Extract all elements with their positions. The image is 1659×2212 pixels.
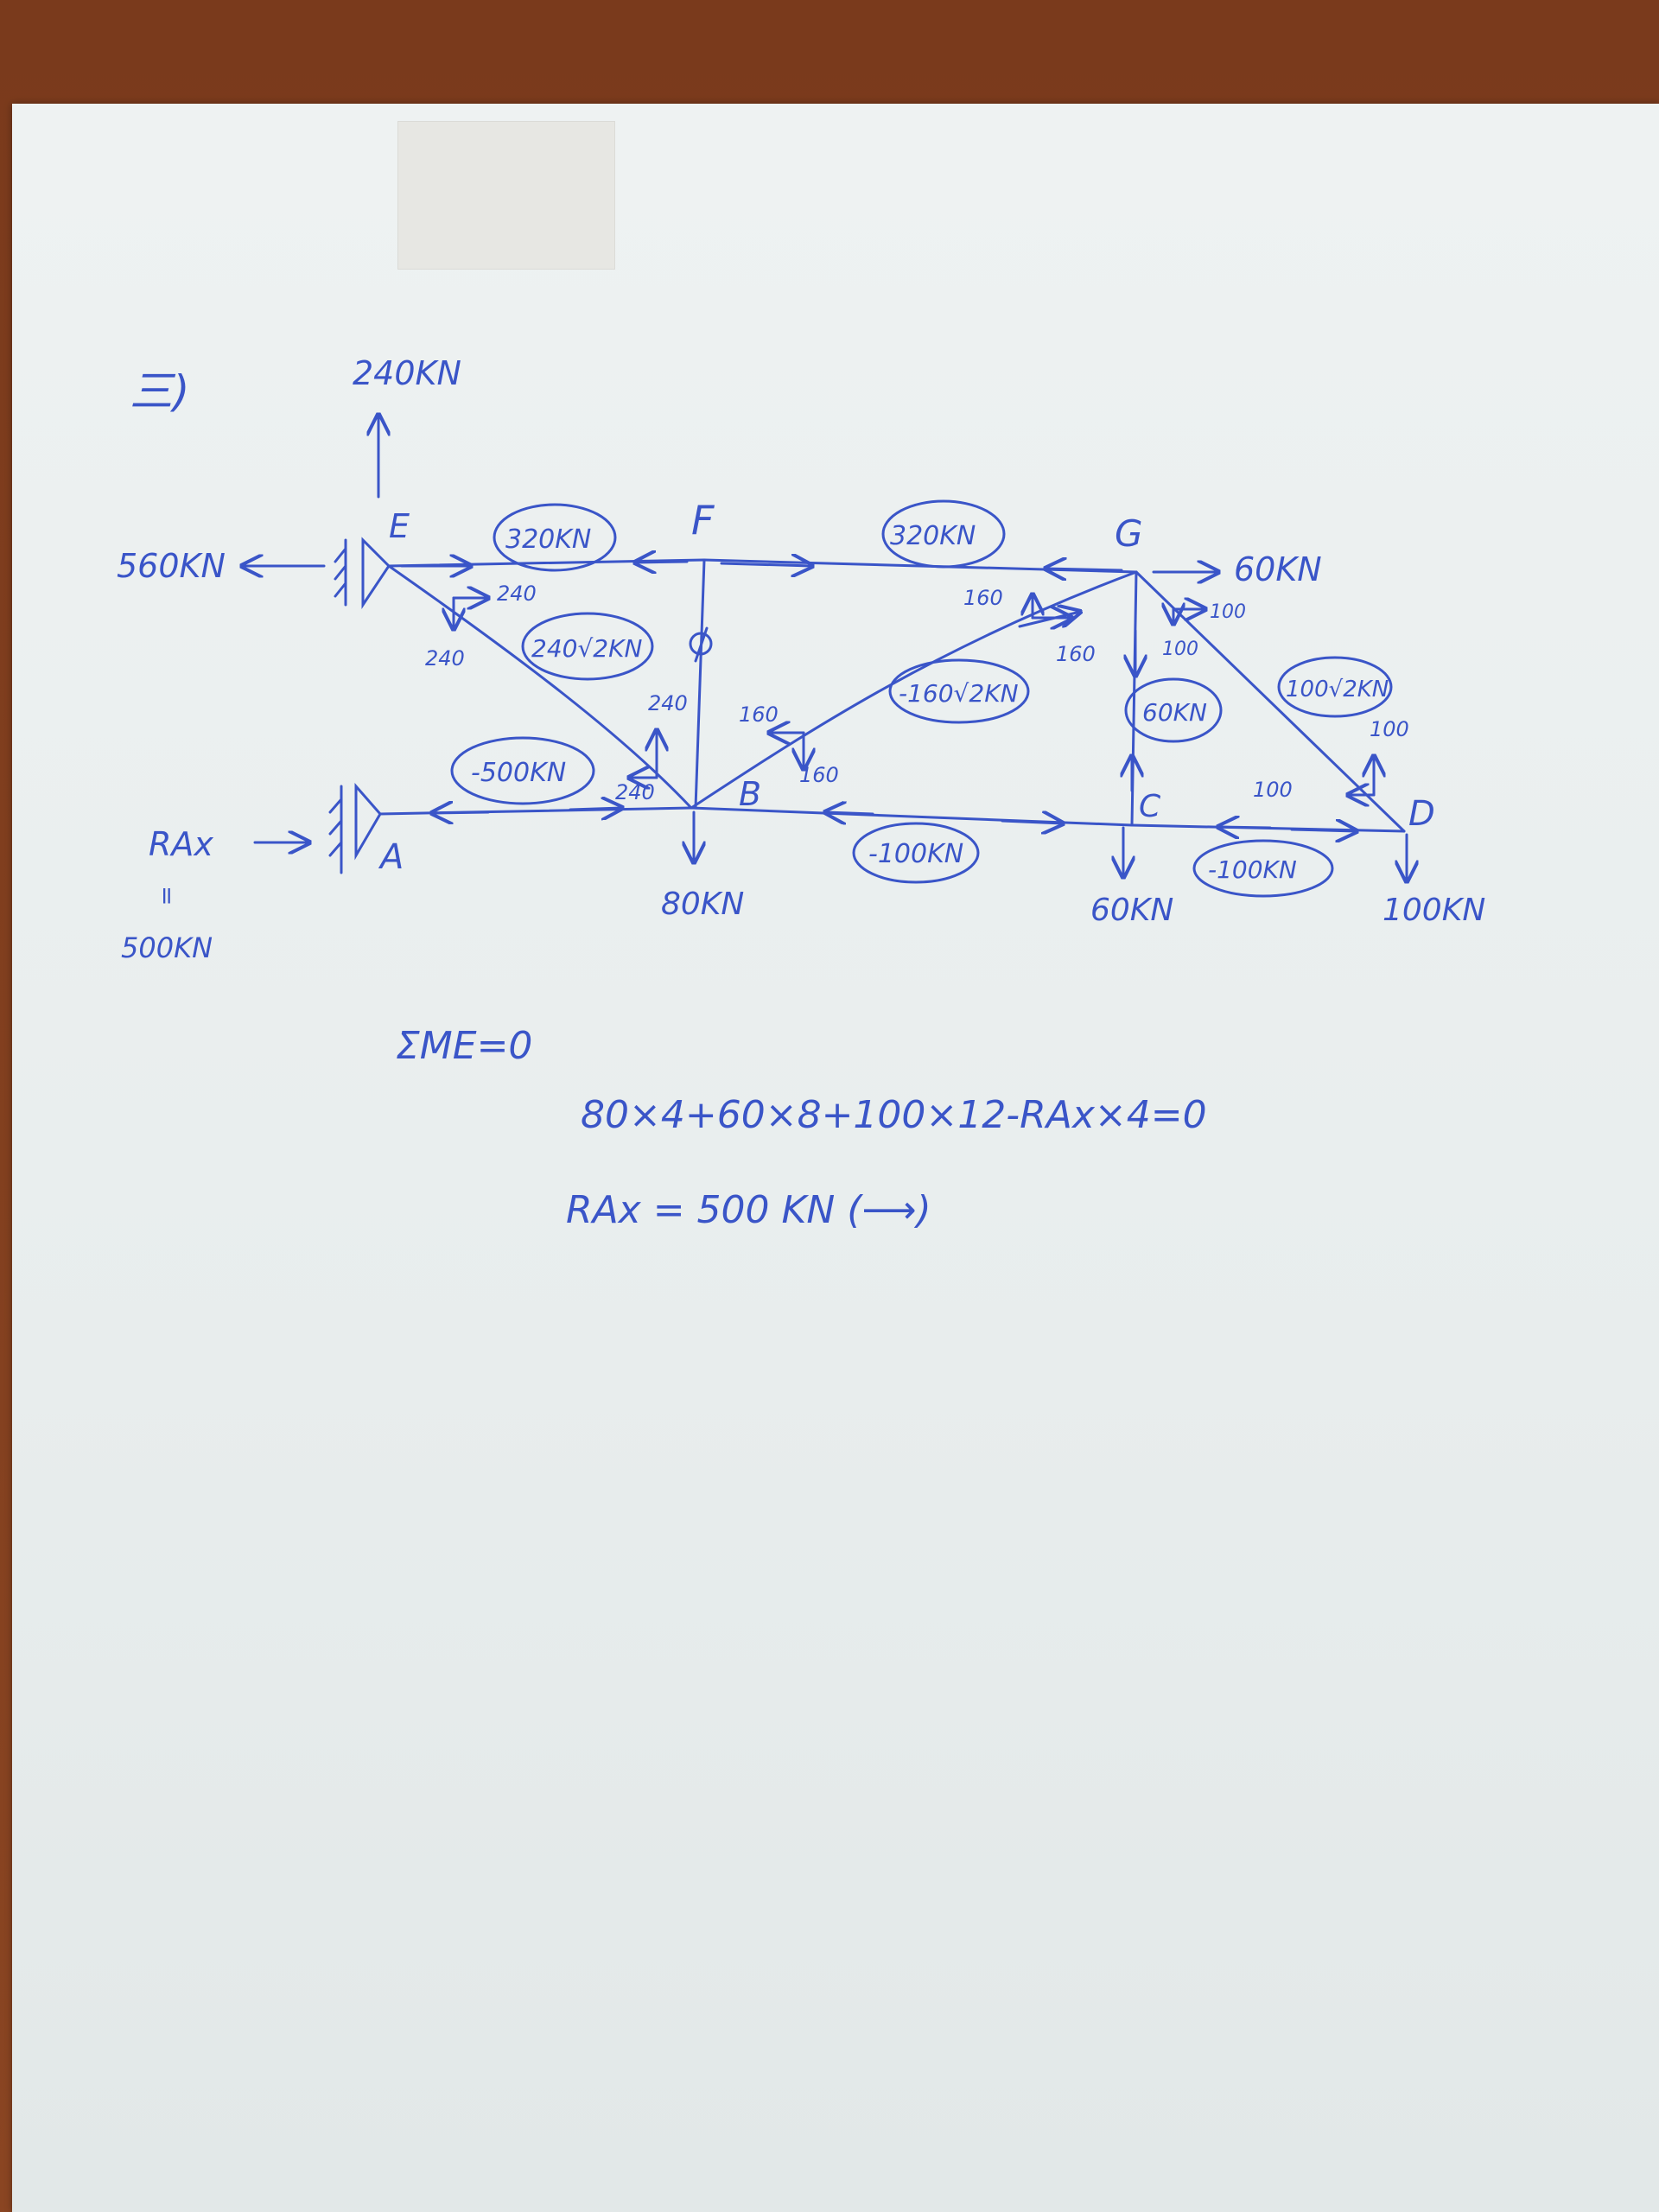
reaction-symbol: RAx (149, 825, 213, 863)
ab-arrow-b (569, 808, 622, 810)
cd-arrow-d (1290, 830, 1357, 831)
load-g-label: 60KN (1234, 550, 1322, 588)
bc-arrow-c (1001, 821, 1063, 823)
comp-gd-right-label: 100 (1210, 601, 1246, 623)
tape-strip (397, 121, 615, 270)
reaction-result: RAx = 500 KN (⟶) (566, 1188, 931, 1232)
circle-bg (888, 658, 1030, 724)
load-e-horizontal-label: 560KN (117, 547, 226, 585)
force-gd: 100√2KN (1286, 677, 1389, 702)
circle-gd (1277, 656, 1393, 718)
circle-ef (493, 503, 617, 572)
load-e-vertical-label: 240KN (353, 354, 461, 392)
force-eb: 240√2KN (531, 634, 642, 663)
force-cd: -100KN (1208, 855, 1297, 884)
comp-bg-down-label: 160 (799, 763, 839, 787)
member-eb (387, 564, 693, 810)
comp-d-left-label: 100 (1253, 778, 1293, 802)
fg-arrow-g (1046, 569, 1123, 570)
force-ab: -500KN (471, 758, 566, 788)
circle-ab (450, 736, 595, 805)
circle-cd (1192, 839, 1334, 898)
force-gc: 60KN (1142, 698, 1207, 727)
circle-eb (521, 612, 654, 681)
force-fg: 320KN (890, 521, 976, 551)
comp-bg-left-label: 160 (739, 702, 779, 727)
comp-b-left-label: 240 (615, 780, 655, 804)
load-c-label: 60KN (1090, 893, 1173, 928)
bc-arrow-b (825, 812, 874, 814)
node-b: B (739, 775, 761, 813)
circle-fg (881, 499, 1006, 569)
force-bc: -100KN (868, 839, 963, 869)
node-g: G (1115, 512, 1143, 555)
comp-e-right-label: 240 (497, 582, 537, 606)
cd-arrow-c (1218, 827, 1272, 828)
reaction-value: 500KN (121, 931, 213, 964)
problem-label: 三) (130, 366, 190, 416)
comp-g-down-label: 160 (1056, 642, 1096, 666)
circle-gc (1124, 677, 1223, 743)
zero-member-circle (689, 632, 713, 656)
member-ab (378, 806, 693, 816)
force-bg: -160√2KN (899, 679, 1019, 708)
zero-member-slash (694, 626, 709, 663)
node-a: A (378, 837, 404, 877)
load-d-label: 100KN (1382, 893, 1485, 928)
member-fb (694, 558, 706, 810)
moment-sum: ΣME=0 (396, 1024, 532, 1068)
node-e: E (389, 507, 410, 545)
circle-bc (852, 822, 980, 884)
node-c: C (1139, 789, 1161, 824)
support-a (328, 783, 382, 874)
force-ef: 320KN (505, 524, 591, 555)
comp-d-up-label: 100 (1370, 717, 1409, 741)
moment-equation: 80×4+60×8+100×12-RAx×4=0 (581, 1093, 1207, 1137)
comp-g-left-label: 160 (963, 586, 1003, 610)
node-f: F (691, 497, 715, 543)
fg-arrow-f (720, 563, 812, 566)
support-e (334, 537, 391, 609)
comp-gd-down-label: 100 (1162, 639, 1198, 660)
paper-sheet (12, 104, 1659, 2212)
member-bg (690, 570, 1138, 810)
reaction-equals: = (153, 886, 181, 906)
comp-b-top-label: 240 (648, 691, 688, 715)
ab-arrow-a (432, 812, 490, 813)
ef-arrow-f (635, 562, 689, 563)
node-d: D (1408, 794, 1435, 834)
load-b-label: 80KN (661, 887, 744, 922)
comp-e-down-label: 240 (425, 646, 465, 671)
